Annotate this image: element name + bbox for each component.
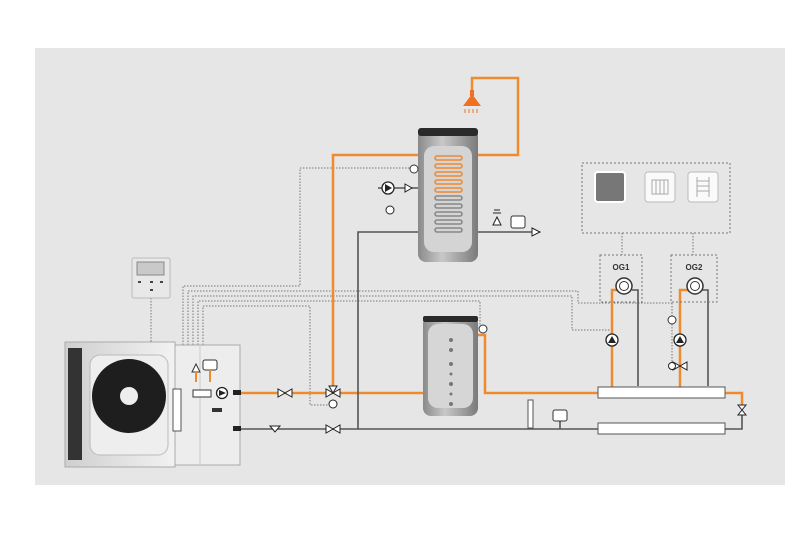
towel-radiator-icon (687, 171, 719, 203)
dirt-separator-icon (527, 399, 534, 429)
room-controller (131, 257, 171, 299)
safety-valve-icon (492, 209, 502, 226)
check-valve-icon (531, 227, 542, 237)
heat-emitters-group (581, 162, 731, 234)
expansion-vessel-icon (552, 409, 568, 422)
buffer-tank (423, 316, 478, 416)
heat-pump-outdoor-unit (64, 341, 241, 468)
sensor-og2-icon (667, 315, 677, 325)
return-header (597, 422, 726, 435)
dhw-tank (418, 128, 478, 262)
circuit-pump-og1-icon (605, 333, 619, 347)
circuit-pump-og2-icon (673, 333, 687, 347)
control-wiring (150, 167, 694, 406)
shower-icon (463, 90, 481, 113)
return-pipes (240, 187, 743, 430)
zone-og2: OG2 (670, 254, 718, 303)
zone-og1: OG1 (599, 254, 643, 303)
temperature-sensor-icon (409, 164, 419, 174)
supply-header (597, 386, 726, 399)
underfloor-heating-icon (594, 171, 626, 203)
buffer-sensor-icon (478, 324, 488, 334)
recirculation-pump-icon (381, 181, 414, 215)
zone-label: OG1 (613, 263, 630, 272)
heating-coil (434, 155, 463, 233)
zone-label: OG2 (686, 263, 703, 272)
mixing-valve-og2-icon (668, 361, 688, 371)
valves (268, 385, 748, 434)
expansion-vessel-icon (510, 215, 526, 229)
